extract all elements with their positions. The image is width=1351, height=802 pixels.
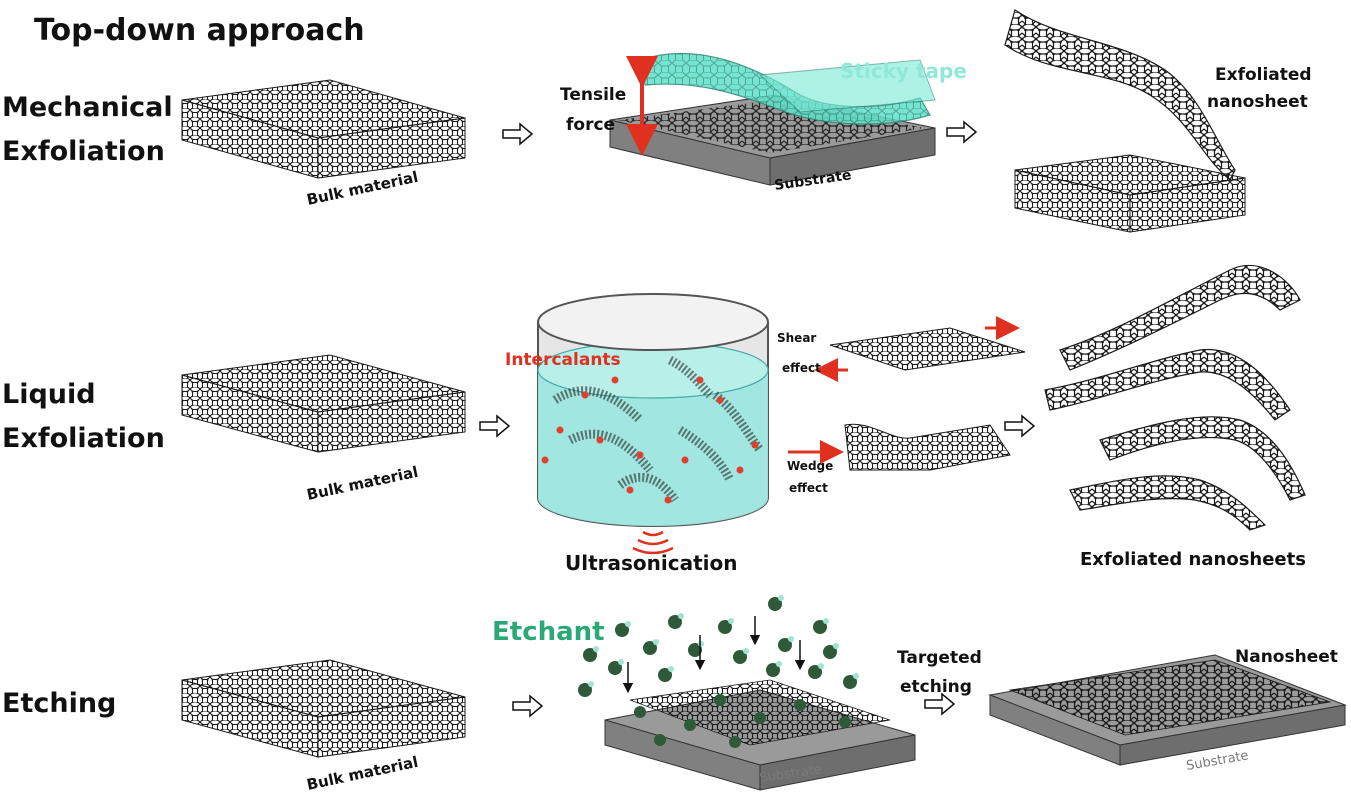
sticky-tape <box>639 52 936 125</box>
bulk-material-block-3 <box>181 659 466 758</box>
etchant-label: Etchant <box>492 617 605 647</box>
exfoliated-nanosheet-label-line1: Exfoliated <box>1215 65 1312 85</box>
hollow-arrow-1 <box>502 122 534 146</box>
wedge-label-line2: effect <box>789 481 828 495</box>
tensile-label-line2: force <box>566 115 615 135</box>
nanosheet-layer <box>1008 659 1332 736</box>
wedge-label-line1: Wedge <box>787 459 833 473</box>
etching-label: Etching <box>2 688 116 719</box>
bulk-material-block-1 <box>181 79 466 179</box>
bulk-label-3: Bulk material <box>305 753 420 794</box>
wedge-effect-sheet <box>844 423 1011 471</box>
sticky-tape-label: Sticky tape <box>840 59 967 83</box>
targeted-etching-label-line1: Targeted <box>897 648 982 668</box>
nanosheet-label: Nanosheet <box>1235 647 1338 667</box>
tensile-label-line1: Tensile <box>560 85 626 105</box>
bulk-material-block-2 <box>181 354 466 453</box>
ultrasound-waves <box>632 530 674 555</box>
mechanical-label-line2: Exfoliation <box>2 136 165 167</box>
shear-effect-sheet <box>829 327 1026 371</box>
exfoliated-nanosheets-label: Exfoliated nanosheets <box>1080 549 1306 570</box>
hollow-arrow-4 <box>1004 414 1036 438</box>
exfoliated-nanosheets-cluster <box>1044 264 1306 531</box>
exfoliated-nanosheet-1 <box>1004 9 1246 233</box>
liquid-label-line2: Exfoliation <box>2 423 165 454</box>
hollow-arrow-2 <box>946 120 978 144</box>
mechanical-label-line1: Mechanical <box>2 92 173 123</box>
exfoliated-nanosheet-label-line2: nanosheet <box>1207 92 1308 112</box>
etching-substrate <box>604 679 916 791</box>
targeted-etching-label-line2: etching <box>900 677 972 697</box>
hollow-arrow-5 <box>512 694 544 718</box>
ultrasonication-label: Ultrasonication <box>565 551 738 575</box>
diagram-title: Top-down approach <box>34 13 365 48</box>
intercalants-label: Intercalants <box>505 350 621 370</box>
shear-label-line2: effect <box>782 361 821 375</box>
hollow-arrow-3 <box>479 414 511 438</box>
liquid-label-line1: Liquid <box>2 379 96 410</box>
result-substrate <box>988 654 1347 766</box>
etchant-particles <box>578 595 859 748</box>
bulk-label-2: Bulk material <box>305 463 420 504</box>
etchant-down-arrows <box>622 616 806 694</box>
ultrasonication-beaker <box>537 293 769 527</box>
shear-label-line1: Shear <box>777 331 816 345</box>
hollow-arrow-6 <box>924 692 956 716</box>
